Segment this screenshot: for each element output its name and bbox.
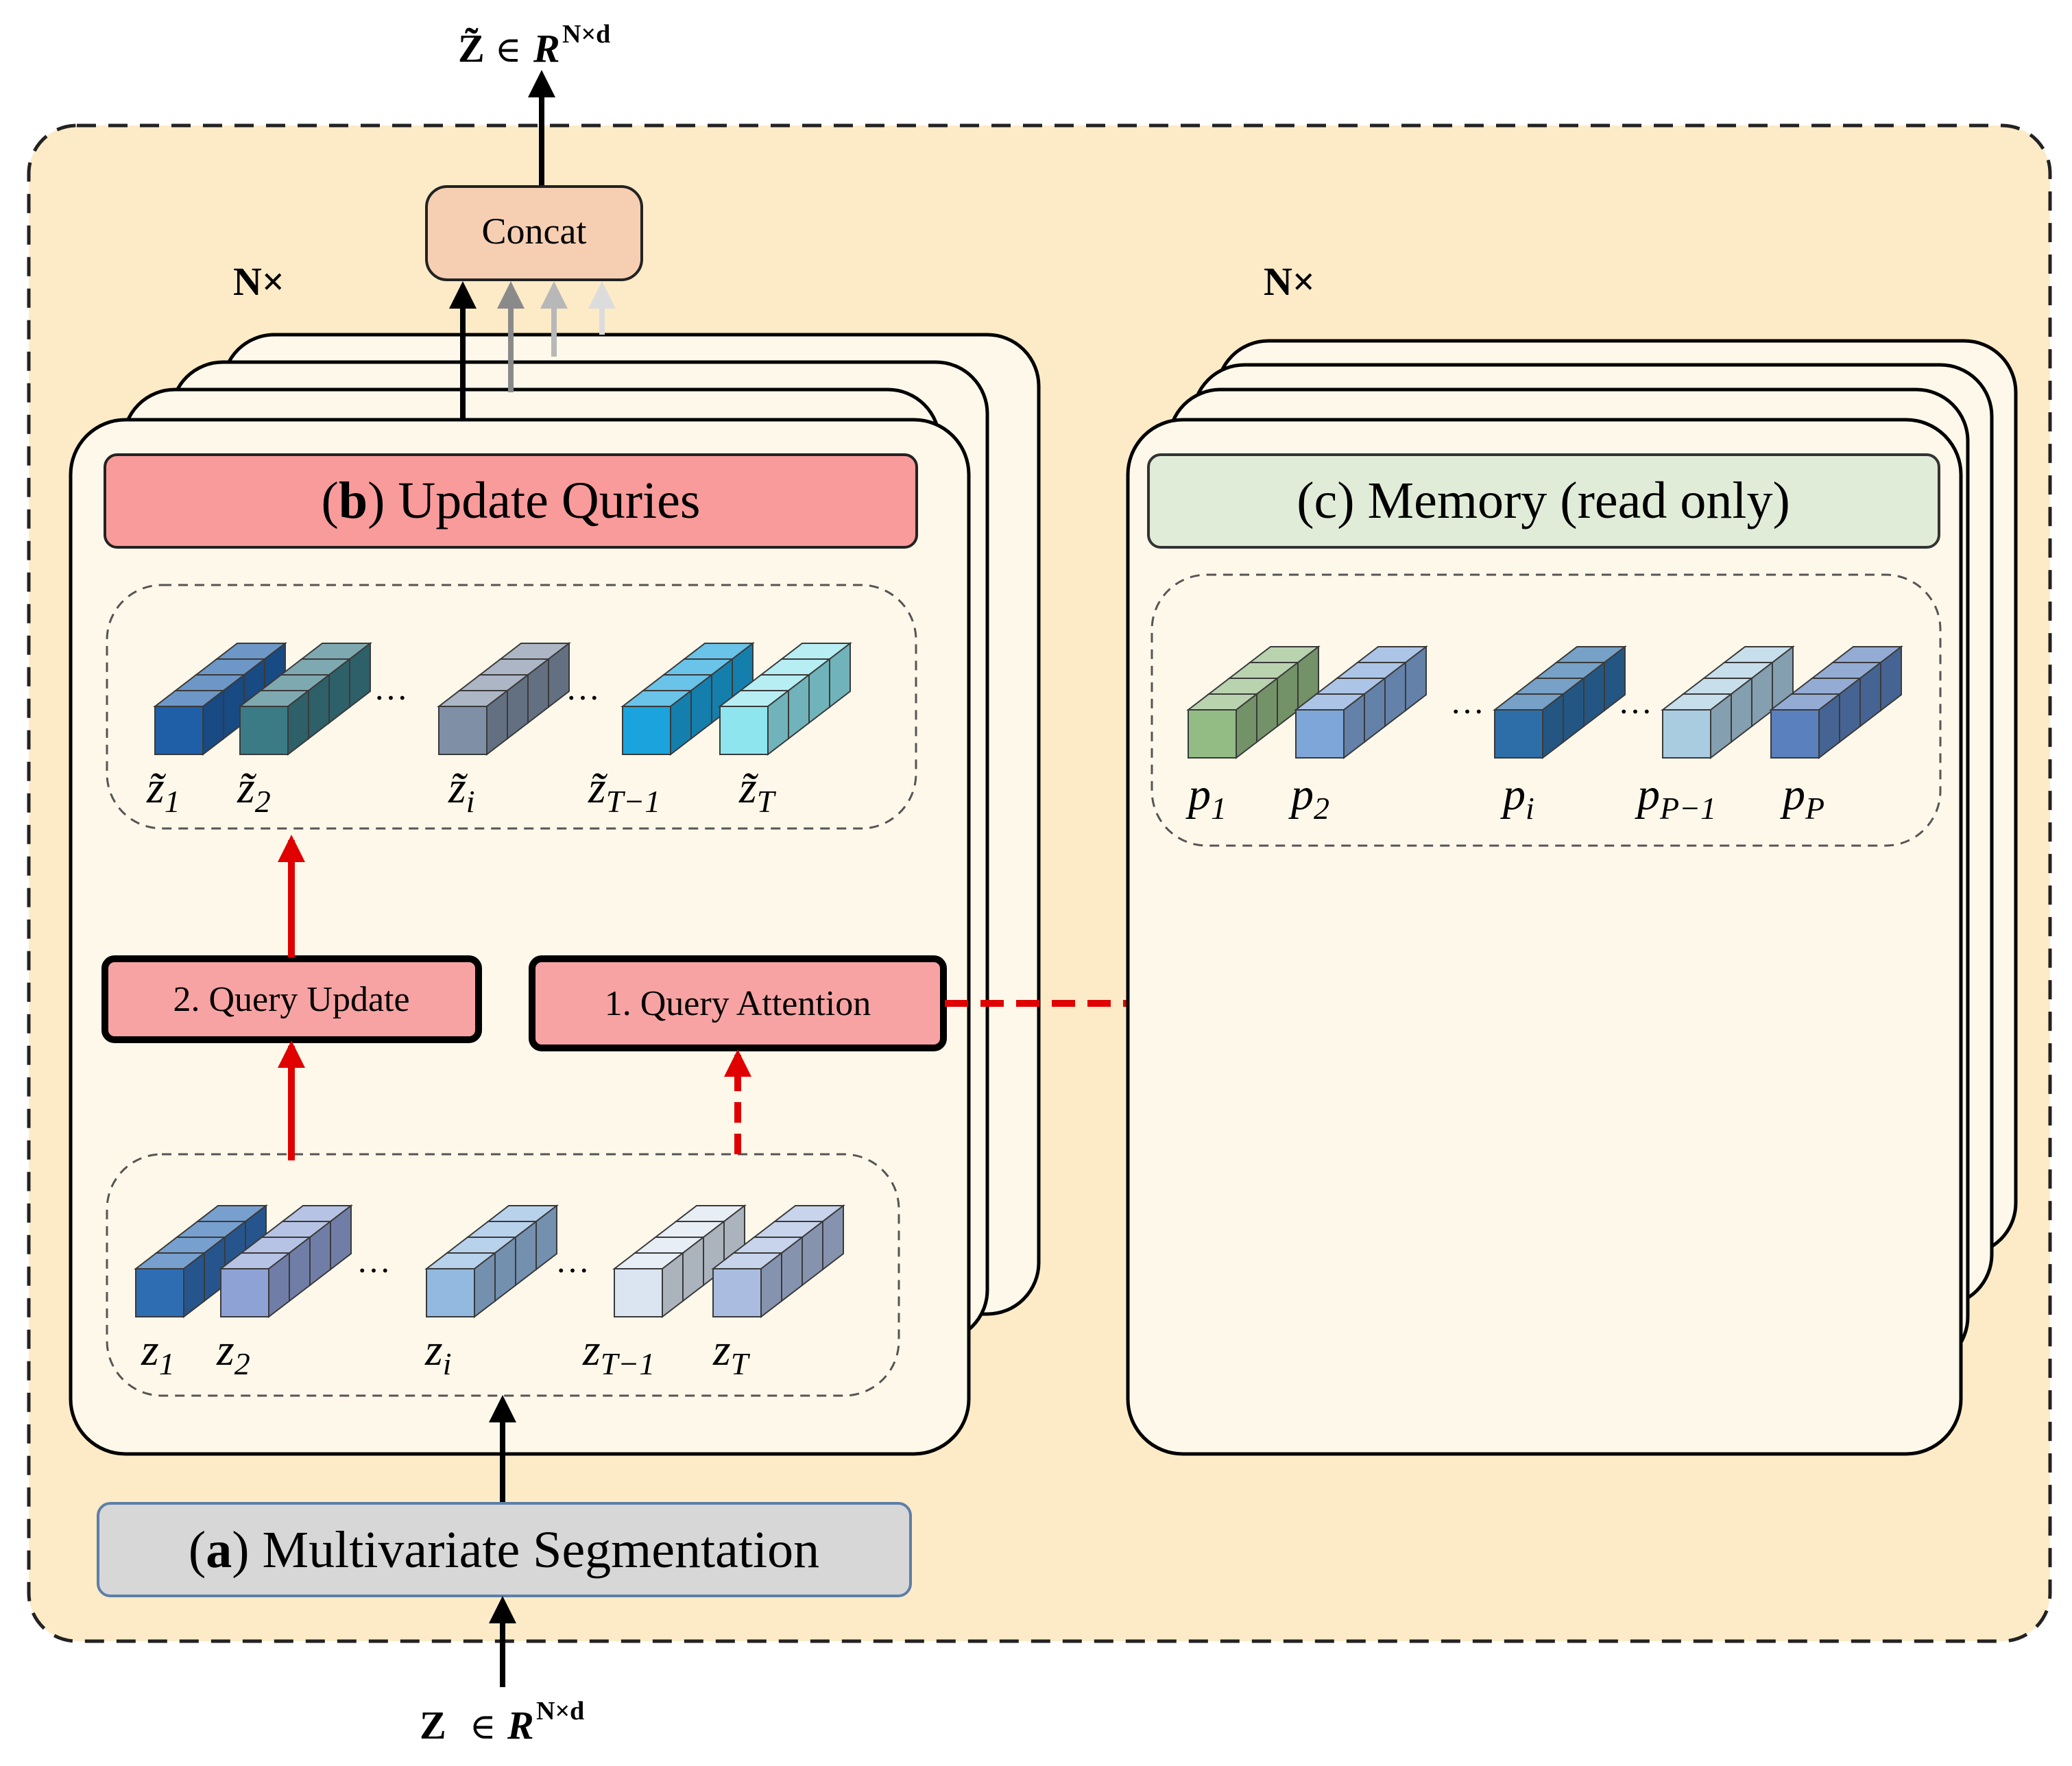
output-space: R: [533, 26, 560, 71]
repeat-left-label: N×: [233, 259, 285, 304]
input-symbol: Z: [420, 1703, 446, 1747]
ellipsis: …: [374, 669, 408, 707]
update-title: (b) Update Quries: [322, 472, 701, 529]
input-member: ∈: [470, 1708, 496, 1747]
input-query-block-5: [711, 1204, 845, 1319]
input-query-block-2: [219, 1204, 353, 1319]
updated-query-block-4: [621, 641, 755, 756]
input-space: R: [507, 1703, 534, 1747]
memory-item-label-5: pP: [1780, 769, 1824, 826]
query-attention-box: [529, 955, 947, 1051]
ellipsis: …: [1618, 682, 1652, 721]
memory-item-block-4: [1661, 645, 1795, 760]
concat-label: Concat: [482, 211, 587, 252]
update-title-bar: [104, 453, 918, 549]
output-member: ∈: [495, 31, 522, 70]
updated-query-block-5: [718, 641, 852, 756]
updated-query-block-3: [437, 641, 571, 756]
memory-item-block-5: [1769, 645, 1903, 760]
output-label: Z̃ ∈ R N×d: [458, 20, 610, 71]
query-attention-label: 1. Query Attention: [605, 984, 871, 1023]
updated-query-label-1: z̃1: [146, 763, 180, 819]
updated-query-label-4: z̃T−1: [588, 763, 660, 819]
input-query-label-5: zT: [712, 1325, 751, 1381]
ellipsis: …: [1450, 682, 1484, 721]
input-query-label-3: zi: [424, 1325, 451, 1381]
memory-item-label-4: pP−1: [1635, 769, 1716, 826]
concat-box: [425, 185, 643, 281]
memory-item-label-3: pi: [1500, 769, 1534, 826]
memory-item-block-2: [1294, 645, 1428, 760]
segmentation-title: (a) Multivariate Segmentation: [189, 1521, 819, 1579]
updated-query-block-2: [238, 641, 372, 756]
input-label: Z ∈ R N×d: [420, 1697, 584, 1747]
query-update-label: 2. Query Update: [173, 980, 409, 1019]
repeat-right-label: N×: [1264, 259, 1315, 304]
input-query-block-1: [134, 1204, 268, 1319]
memory-title: (c) Memory (read only): [1297, 472, 1790, 529]
memory-title-bar: [1147, 453, 1940, 549]
ellipsis: …: [555, 1241, 590, 1280]
input-superscript: N×d: [536, 1697, 584, 1726]
memory-item-label-1: p1: [1185, 769, 1227, 826]
memory-item-block-3: [1493, 645, 1627, 760]
ellipsis: …: [566, 669, 600, 707]
output-superscript: N×d: [562, 20, 610, 49]
input-query-block-3: [424, 1204, 559, 1319]
memory-item-label-2: p2: [1288, 769, 1329, 826]
updated-query-label-5: z̃T: [738, 763, 777, 819]
input-query-label-4: zT−1: [582, 1325, 655, 1381]
updated-queries-region: [106, 584, 917, 830]
memory-item-block-1: [1186, 645, 1321, 760]
input-query-label-2: z2: [216, 1325, 250, 1381]
input-query-label-1: z1: [141, 1325, 175, 1381]
memory-region: [1151, 573, 1942, 847]
updated-query-label-2: z̃2: [237, 763, 271, 819]
ellipsis: …: [357, 1241, 391, 1280]
query-update-box: [101, 955, 482, 1043]
output-symbol: Z̃: [458, 26, 485, 71]
updated-query-label-3: z̃i: [448, 763, 474, 819]
